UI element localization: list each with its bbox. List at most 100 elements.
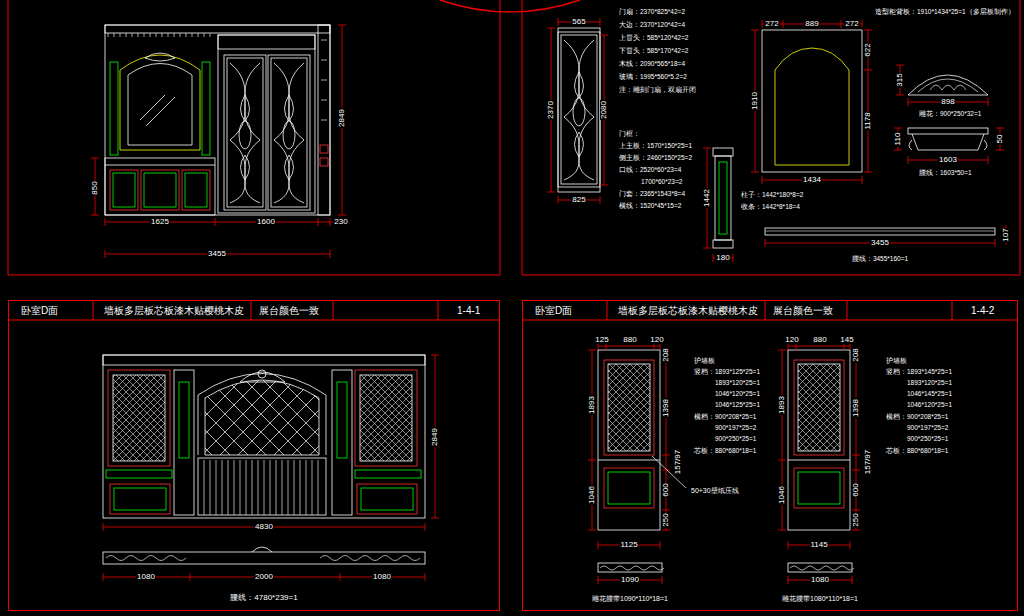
material-note: 门框： (618, 131, 641, 138)
dimension-text: 腰线：4780*239=1 (229, 594, 298, 602)
dimension-text: 850 (91, 180, 99, 195)
material-note: 1046*125*25=1 (714, 402, 761, 409)
dimension-text: 1434 (802, 176, 822, 184)
dimension-text: 120 (649, 336, 664, 344)
material-note: 横档：900*208*25=1 (885, 414, 949, 421)
title-cell: 展台颜色一致 (773, 306, 833, 316)
dimension-text: 2849 (431, 427, 439, 447)
material-note: 1893*120*25=1 (906, 380, 953, 387)
dimension-text: 825 (571, 196, 586, 204)
material-note: 900*250*25=1 (714, 436, 757, 443)
dimension-text: 600 (852, 482, 860, 497)
dimension-text: 125 (594, 336, 609, 344)
dimension-text: 120 (784, 336, 799, 344)
dimension-text: 880 (812, 336, 827, 344)
dimension-text: 4830 (254, 523, 274, 531)
material-note: 造型柜背板：1910*1434*25=1（多层板制作） (874, 9, 1016, 16)
material-note: 口线：2520*60*23=4 (618, 167, 682, 174)
dimension-text: 600 (662, 482, 670, 497)
material-note: 1046*145*25=1 (906, 391, 953, 398)
dimension-text: 622 (864, 42, 872, 57)
material-note: 芯板：880*680*18=1 (885, 448, 949, 455)
title-cell: 墙板多层板芯板漆木贴樱桃木皮 (618, 306, 758, 316)
sheet-number: 1-4-2 (971, 306, 994, 316)
material-note: 900*197*25=2 (906, 425, 949, 432)
material-note: 护墙板 (885, 357, 908, 364)
title-cell: 墙板多层板芯板漆木贴樱桃木皮 (104, 306, 244, 316)
material-note: 腰线：1603*50=1 (918, 170, 973, 177)
dimension-text: 208 (852, 347, 860, 362)
material-note: 1893*120*25=1 (714, 380, 761, 387)
material-note: 收条：1442*8*18=4 (740, 204, 801, 211)
dimension-text: 1910 (751, 91, 759, 111)
dimension-text: 880 (622, 336, 637, 344)
dimension-text: 208 (662, 347, 670, 362)
dimension-text: 3455 (207, 250, 227, 258)
dimension-text: 雕花腰带1080*110*18=1 (781, 595, 859, 602)
dimension-text: 1080 (372, 573, 392, 581)
title-cell: 卧室D面 (21, 306, 58, 316)
dimension-text: 2849 (338, 108, 346, 128)
dimension-text: 1603 (938, 156, 958, 164)
material-note: 芯板：880*680*18=1 (693, 448, 757, 455)
material-note: 横档：900*208*25=1 (693, 414, 757, 421)
drawing-frame: 卧室D面 墙板多层板芯板漆木贴樱桃木皮 展台颜色一致 1-4-1 (8, 300, 500, 611)
dimension-text: 107 (1002, 227, 1010, 242)
material-note: 注：雕刻门扇，双扇开闭 (618, 87, 697, 94)
material-note: 1046*120*25=1 (906, 402, 953, 409)
dimension-text: 889 (804, 20, 819, 28)
material-note: 下冒头：585*170*42=2 (618, 48, 689, 55)
dimension-text: 50 (996, 134, 1004, 145)
material-note: 上冒头：585*120*42=2 (618, 35, 689, 42)
dimension-text: 180 (715, 254, 730, 262)
dimension-text: 230 (333, 218, 348, 226)
material-note: 门扇：2370*825*42=2 (618, 9, 686, 16)
dimension-text: 157/97 (674, 449, 682, 475)
dimension-text: 250 (662, 512, 670, 527)
material-note: 护墙板 (693, 357, 716, 364)
dimension-text: 157/97 (864, 449, 872, 475)
material-note: 900*197*25=2 (714, 425, 757, 432)
material-note: 1700*60*23=2 (640, 179, 683, 186)
dimension-text: 1046 (778, 485, 786, 505)
material-note: 竖档：1893*125*25=1 (693, 369, 761, 376)
dimension-text: 1625 (150, 218, 170, 226)
title-cell: 展台颜色一致 (259, 306, 319, 316)
dimension-text: 腰线：3455*160=1 (851, 256, 909, 263)
material-note: 大边：2370*120*42=4 (618, 22, 686, 29)
dimension-text: 1398 (852, 398, 860, 418)
drawing-frame: 卧室D面 墙板多层板芯板漆木贴樱桃木皮 展台颜色一致 1-4-2 (522, 300, 1018, 611)
dimension-text: 1893 (588, 395, 596, 415)
dimension-text: 1080 (136, 573, 156, 581)
dimension-text: 110 (894, 132, 902, 147)
dimension-text: 1145 (809, 541, 828, 549)
dimension-text: 2370 (547, 100, 555, 120)
sheet-number: 1-4-1 (457, 306, 480, 316)
dimension-text: 145 (839, 336, 854, 344)
dimension-text: 2000 (254, 573, 274, 581)
material-note: 门套：2365*1543*8=4 (618, 191, 686, 198)
material-note: 900*250*25=1 (906, 436, 949, 443)
material-note: 横线：1520*45*15=2 (618, 203, 682, 210)
material-note: 上主板：1570*150*25=1 (618, 143, 693, 150)
dimension-text: 272 (844, 20, 859, 28)
material-note: 50+30壁纸压线 (690, 487, 740, 494)
dimension-text: 250 (852, 512, 860, 527)
material-note: 玻璃：1995*560*5.2=2 (618, 74, 688, 81)
dimension-text: 1893 (778, 395, 786, 415)
dimension-text: 2080 (600, 100, 608, 120)
dimension-text: 1046 (588, 485, 596, 505)
material-note: 竖档：1893*145*25=1 (885, 369, 953, 376)
material-note: 侧主板：2460*150*25=2 (618, 155, 693, 162)
dimension-text: 1442 (703, 188, 711, 208)
dimension-text: 1125 (619, 541, 638, 549)
title-cell: 卧室D面 (535, 306, 572, 316)
dimension-text: 898 (940, 98, 955, 106)
material-note: 雕花：900*250*32=1 (918, 111, 982, 118)
dimension-text: 1090 (620, 576, 640, 584)
material-note: 木线：2090*565*18=4 (618, 61, 686, 68)
dimension-text: 1398 (662, 398, 670, 418)
material-note: 柱子：1442*180*8=2 (740, 192, 804, 199)
dimension-text: 315 (896, 72, 904, 87)
dimension-text: 565 (571, 18, 586, 26)
